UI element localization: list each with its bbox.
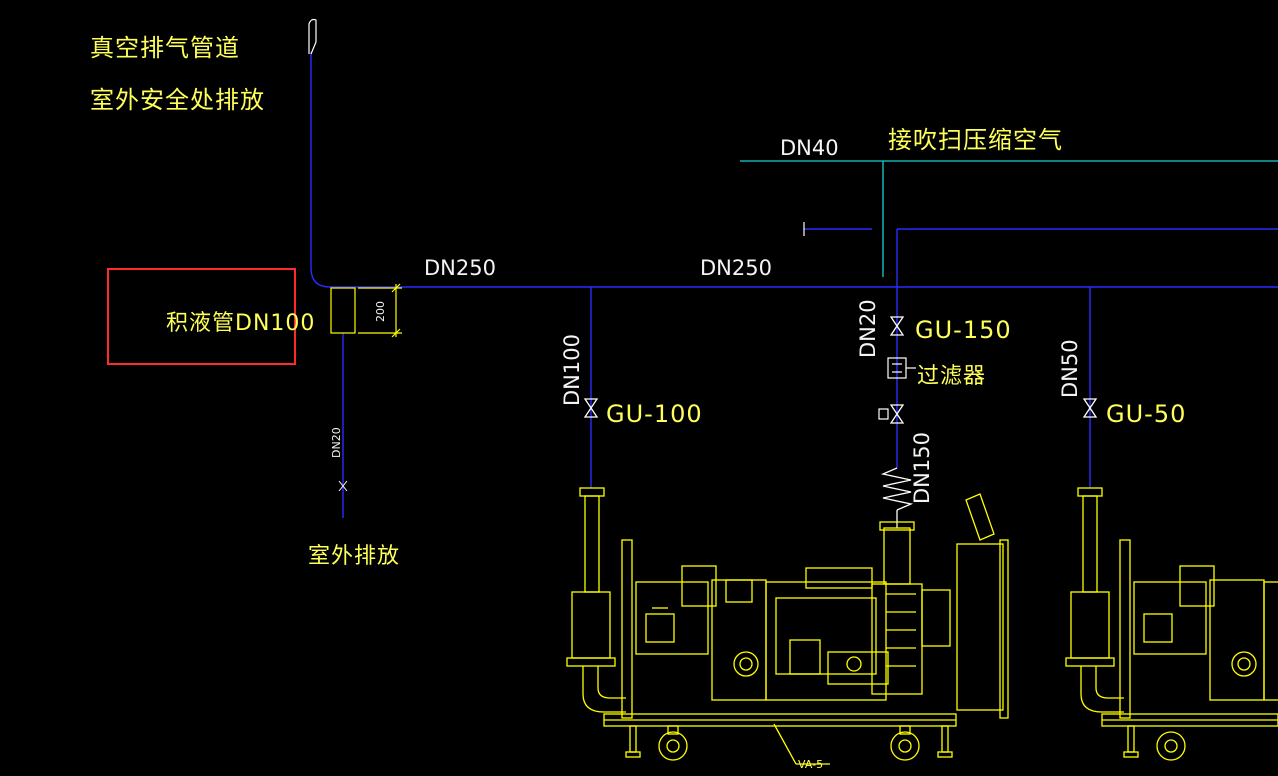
vacuum-piping xyxy=(310,52,1278,518)
bellows-icon xyxy=(880,467,914,528)
filter-icon xyxy=(878,357,916,420)
outdoor-discharge-label: 室外排放 xyxy=(308,544,401,569)
vacuum-pump-unit-2 xyxy=(1065,487,1278,761)
branch-dn100-label: DN100 xyxy=(560,334,584,406)
valve-gu50-label: GU-50 xyxy=(1106,400,1187,428)
drain-header-label: 积液管DN100 xyxy=(166,311,316,336)
gate-valves xyxy=(583,316,1098,424)
branch-dn20-label: DN20 xyxy=(856,299,880,358)
compressed-air-line xyxy=(740,160,1278,277)
highlight-box xyxy=(107,268,296,365)
filter-label: 过滤器 xyxy=(917,364,987,389)
valve-gu100-label: GU-100 xyxy=(606,400,703,428)
valve-gu150-label: GU-150 xyxy=(915,316,1012,344)
skid-tag-label: VA-5 xyxy=(798,758,824,771)
main-dn250-label-a: DN250 xyxy=(424,256,496,280)
drain-sump xyxy=(330,283,402,338)
vacuum-exhaust-sublabel: 室外安全处排放 xyxy=(90,86,265,114)
dn40-label: DN40 xyxy=(780,136,839,160)
dimension-200-label: 200 xyxy=(374,301,387,322)
vacuum-exhaust-label: 真空排气管道 xyxy=(90,34,240,62)
branch-dn50-label: DN50 xyxy=(1058,339,1082,398)
compressed-air-label: 接吹扫压缩空气 xyxy=(888,126,1063,154)
vent-cap-icon xyxy=(308,18,317,55)
flex-dn150-label: DN150 xyxy=(910,432,934,504)
drain-valve-icon xyxy=(338,480,348,492)
vacuum-pump-unit-1 xyxy=(566,487,1009,765)
drain-dn20-label: DN20 xyxy=(330,427,343,458)
main-dn250-label-b: DN250 xyxy=(700,256,772,280)
